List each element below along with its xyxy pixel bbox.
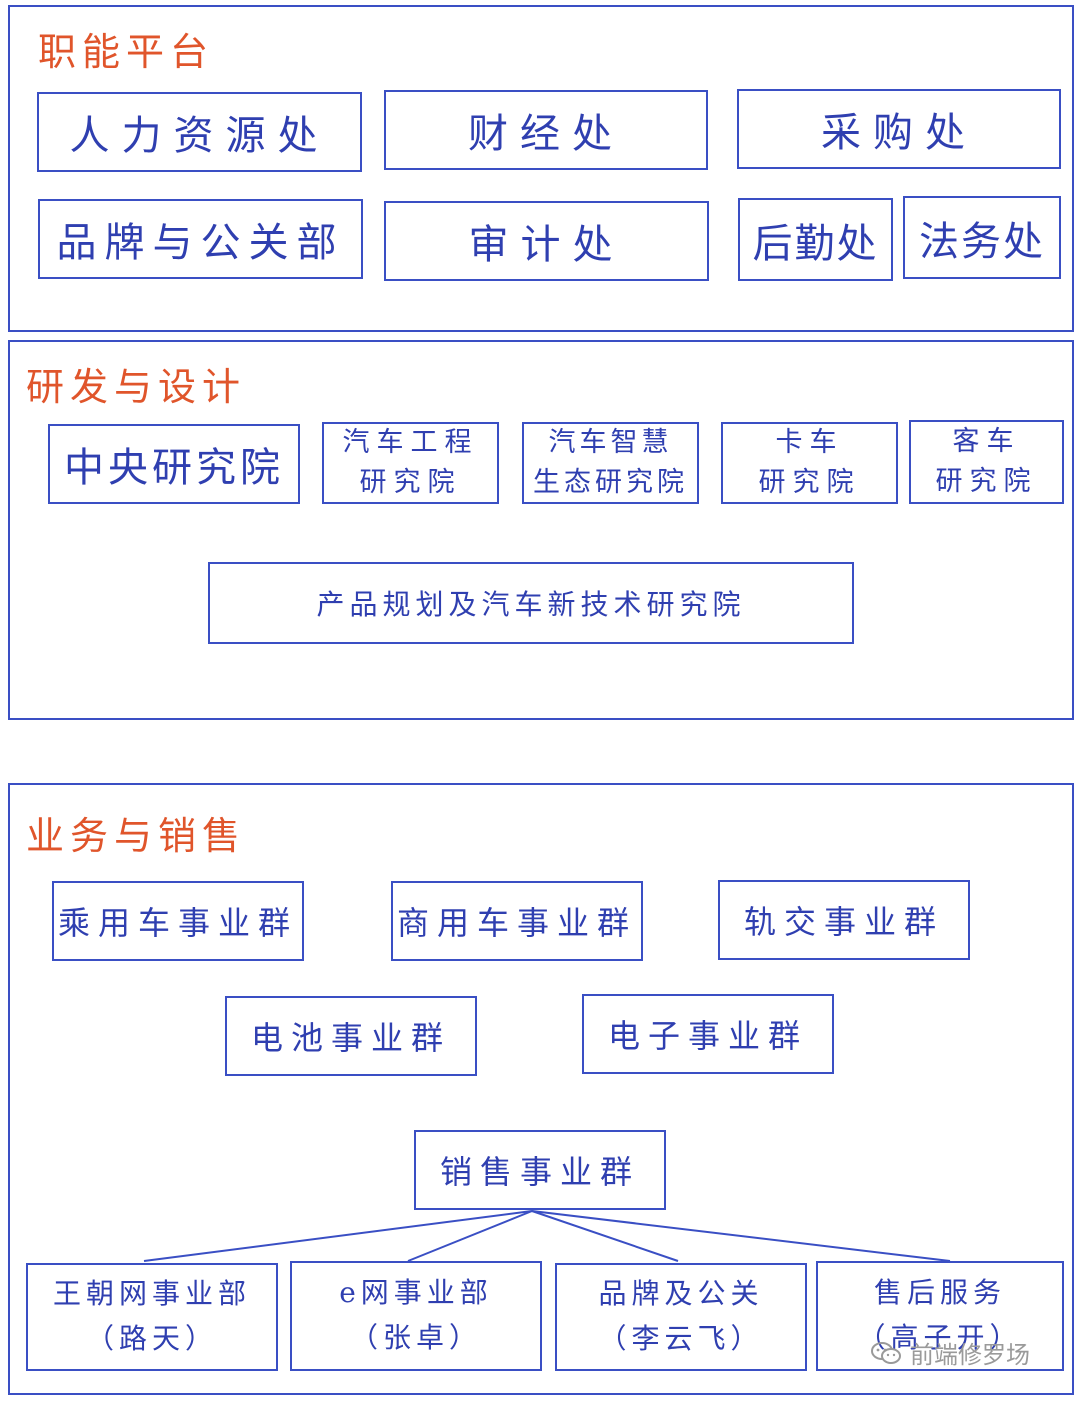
wechat-icon <box>871 1341 901 1364</box>
group-sales: 销售事业群 <box>414 1130 666 1210</box>
truck-institute: 卡车研究院 <box>721 422 898 504</box>
connector-line-1 <box>143 1210 533 1262</box>
connector-line-2 <box>407 1210 533 1262</box>
central-research-institute: 中央研究院 <box>48 424 300 504</box>
group-rail-transit: 轨交事业群 <box>718 880 970 960</box>
unit-finance: 财经处 <box>384 90 708 170</box>
functional-platform-section: 职能平台 人力资源处 财经处 采购处 品牌与公关部 审计处 后勤处 法务处 <box>8 5 1074 332</box>
smart-ecosystem-institute: 汽车智慧生态研究院 <box>522 422 699 504</box>
group-electronics: 电子事业群 <box>582 994 834 1074</box>
unit-audit: 审计处 <box>384 201 709 281</box>
group-passenger-car: 乘用车事业群 <box>52 881 304 961</box>
connector-line-3 <box>531 1210 679 1262</box>
sales-unit-after-sales: 售后服务（高子开） <box>816 1261 1064 1371</box>
unit-procurement: 采购处 <box>737 89 1061 169</box>
unit-hr: 人力资源处 <box>37 92 362 172</box>
unit-legal: 法务处 <box>903 196 1061 279</box>
watermark: 前端修罗场 <box>870 1335 1030 1370</box>
section-title-rnd: 研发与设计 <box>26 365 247 409</box>
rnd-section: 研发与设计 中央研究院 汽车工程研究院 汽车智慧生态研究院 卡车研究院 客车研究… <box>8 340 1074 720</box>
sales-unit-e-network: e网事业部（张卓） <box>290 1261 542 1371</box>
auto-engineering-institute: 汽车工程研究院 <box>322 422 499 504</box>
unit-logistics: 后勤处 <box>738 198 893 281</box>
section-title-functional: 职能平台 <box>38 30 215 74</box>
group-battery: 电池事业群 <box>225 996 477 1076</box>
sales-unit-dynasty: 王朝网事业部（路天） <box>26 1263 278 1371</box>
product-planning-institute: 产品规划及汽车新技术研究院 <box>208 562 854 644</box>
sales-connector-lines <box>143 1210 951 1262</box>
sales-unit-brand-pr: 品牌及公关（李云飞） <box>555 1263 807 1371</box>
connector-line-4 <box>531 1210 951 1262</box>
group-commercial-vehicle: 商用车事业群 <box>391 881 643 961</box>
unit-brand-pr: 品牌与公关部 <box>38 199 363 279</box>
watermark-text: 前端修罗场 <box>910 1341 1030 1369</box>
bus-institute: 客车研究院 <box>909 420 1064 504</box>
section-title-business: 业务与销售 <box>26 814 247 858</box>
business-sales-section: 业务与销售 乘用车事业群 商用车事业群 轨交事业群 电池事业群 电子事业群 销售… <box>8 783 1074 1395</box>
